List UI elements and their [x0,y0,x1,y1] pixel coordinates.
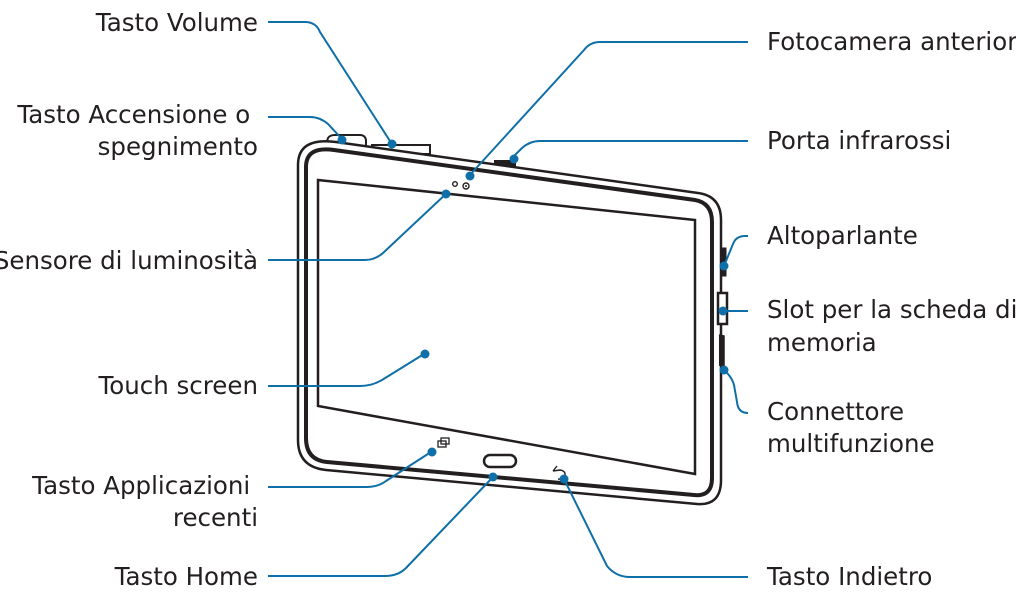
label-recent-apps: Tasto Applicazioni recenti [31,471,258,532]
label-light-sensor: Sensore di luminosità [0,246,258,275]
leader-volume [268,21,391,142]
front-camera-lens [462,182,470,190]
dot-power [337,135,347,145]
leader-touch-screen [268,353,425,387]
recent-apps-icon [437,437,450,448]
touch-screen-area [316,178,697,476]
ir-port-shape [494,160,516,167]
label-back: Tasto Indietro [766,562,932,591]
dot-front-camera [465,171,475,181]
label-memory-slot: Slot per la scheda di memoria [767,295,1016,357]
leader-front-camera [468,41,748,177]
multifunction-connector-shape [718,334,725,367]
callout-labels: Tasto Volume Tasto Accensione o spegnime… [0,8,1016,591]
label-touch-screen: Touch screen [97,371,258,400]
leader-back [563,478,748,578]
label-power: Tasto Accensione o spegnimento [16,100,258,161]
label-home: Tasto Home [114,562,258,591]
front-camera-dot [465,185,467,187]
dot-ir-port [509,154,519,164]
home-button [482,453,518,469]
label-connector: Connettore multifunzione [767,397,935,458]
dot-recent-apps [427,447,437,457]
dot-memory-slot [718,306,728,316]
leader-power [268,116,343,140]
tablet-device [296,134,729,506]
leader-light-sensor [268,191,449,261]
dot-touch-screen [420,349,430,359]
dot-speaker [719,261,729,271]
leader-home [268,476,494,577]
leader-recent-apps [268,451,432,488]
leader-ir-port [513,140,748,157]
dot-back [559,474,569,484]
label-ir-port: Porta infrarossi [767,126,951,155]
leader-lines [268,21,749,578]
light-sensor-shape [452,180,459,187]
leader-speaker [723,235,748,267]
dot-home [488,472,498,482]
leader-connector [723,369,749,414]
label-front-camera: Fotocamera anteriore [767,27,1016,56]
label-speaker: Altoparlante [767,221,918,250]
dot-connector [719,365,729,375]
label-volume: Tasto Volume [95,8,258,37]
dot-light-sensor [441,189,451,199]
dot-volume [387,139,397,149]
